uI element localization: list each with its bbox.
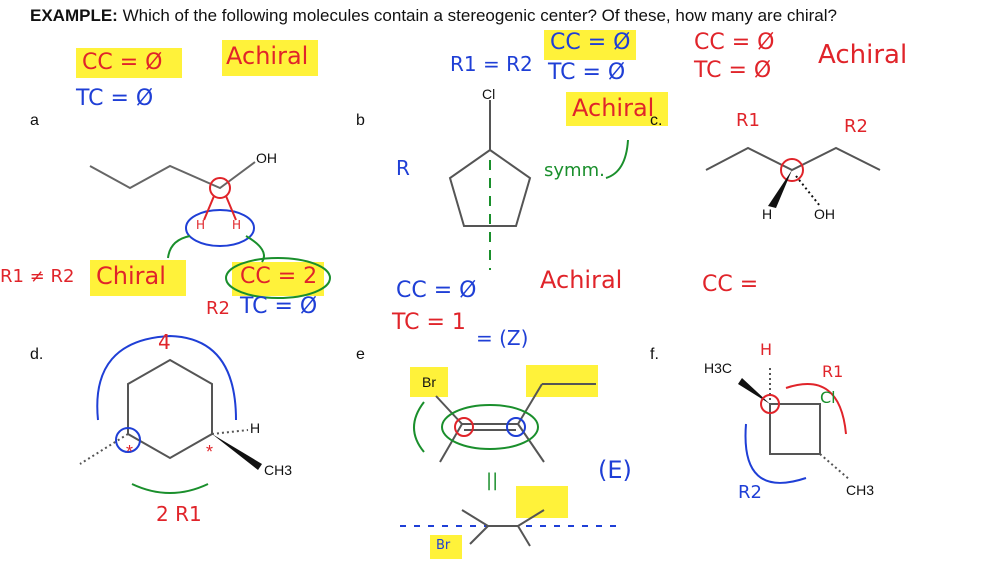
atom-a-oh: OH — [256, 150, 277, 166]
atom-c-h: H — [762, 206, 773, 222]
atom-d-ch3: CH3 — [264, 462, 293, 478]
note-f-h: H — [760, 340, 773, 359]
note-b-r1r2: R1 = R2 — [450, 52, 533, 76]
highlight-a-achiral — [222, 40, 318, 76]
note-c-cc-eq: CC = — [702, 272, 759, 297]
circle-cc2 — [225, 257, 331, 299]
arrow-r1-f — [785, 383, 847, 435]
note-b-r: R — [396, 156, 410, 180]
arrow-r2-f — [744, 423, 807, 484]
note-f-r2: R2 — [738, 482, 762, 503]
asterisk-left: * — [126, 442, 133, 462]
note-a-chiral: Chiral — [96, 262, 166, 290]
note-a-cc2: CC = 2 — [240, 264, 318, 289]
molecule-d-center-circle — [115, 427, 141, 453]
note-b-symm: symm. — [544, 160, 605, 181]
molecule-d-ring — [127, 358, 213, 460]
molecule-a-chain — [89, 161, 256, 190]
note-b-cc: CC = Ø — [550, 30, 631, 55]
molecule-f-ring — [769, 403, 821, 455]
note-b-tc: TC = Ø — [548, 60, 626, 85]
label-f: f. — [650, 346, 659, 363]
note-a-tc0: TC = Ø — [240, 294, 318, 319]
note-c-achiral: Achiral — [818, 40, 908, 70]
note-a-r2: R2 — [206, 298, 230, 319]
atom-e-br: Br — [422, 374, 436, 390]
note-a-cc: CC = Ø — [82, 50, 163, 75]
title-bold: EXAMPLE: — [30, 6, 118, 25]
molecule-a-h-circle — [185, 209, 255, 247]
note-e-parallel: || — [486, 470, 499, 491]
molecule-b-ring — [448, 148, 532, 227]
label-d: d. — [30, 346, 44, 363]
note-d-2r1: 2 R1 — [156, 502, 202, 526]
highlight-chiral — [90, 260, 186, 296]
note-c-r1: R1 — [736, 110, 760, 131]
note-b-cc0: CC = Ø — [396, 278, 477, 303]
note-a-h1: H — [196, 218, 206, 232]
note-c-tc: TC = Ø — [694, 58, 772, 83]
label-e: e — [356, 346, 365, 363]
molecule-e-bond-circle — [441, 404, 539, 450]
highlight-cc2 — [232, 262, 324, 296]
highlight-b-achiral — [566, 92, 668, 126]
highlight-a-cc — [76, 48, 182, 78]
note-c-cc: CC = Ø — [694, 30, 775, 55]
page-title: EXAMPLE: Which of the following molecule… — [30, 6, 837, 26]
label-b: b — [356, 112, 365, 129]
atom-d-h: H — [250, 420, 261, 436]
note-d-4: 4 — [158, 330, 171, 354]
note-e-br-small: Br — [436, 538, 451, 553]
highlight-e-bottom — [516, 486, 568, 518]
arrow-path-2r1 — [131, 483, 209, 494]
highlight-e-br-bottom — [430, 535, 462, 559]
arrow-to-chiral — [167, 235, 191, 259]
highlight-b-cc — [544, 30, 636, 60]
label-a: a — [30, 112, 39, 129]
molecule-c-center-circle — [780, 158, 804, 182]
molecule-a-stereocenter-circle — [209, 177, 231, 199]
arrow-symm — [605, 139, 629, 179]
note-a-r1r2: R1 ≠ R2 — [0, 266, 75, 287]
atom-c-oh: OH — [814, 206, 835, 222]
note-b-z: = (Z) — [476, 326, 529, 350]
atom-f-ch3: CH3 — [846, 482, 875, 498]
title-text: Which of the following molecules contain… — [122, 6, 837, 25]
note-a-achiral: Achiral — [226, 42, 309, 70]
note-a-h2: H — [232, 218, 242, 232]
note-b-tc1: TC = 1 — [392, 310, 466, 335]
atom-b-cl: Cl — [482, 86, 496, 102]
atom-f-h3c: H3C — [704, 360, 733, 376]
molecule-f-center-circle — [760, 394, 780, 414]
note-f-r1: R1 — [822, 362, 844, 381]
highlight-e-br — [410, 367, 448, 397]
note-b-achiral2: Achiral — [540, 266, 623, 294]
note-c-r2: R2 — [844, 116, 868, 137]
label-c: c. — [650, 112, 663, 129]
note-b-achiral: Achiral — [572, 94, 655, 122]
arrow-path-4 — [96, 334, 237, 421]
note-e-E: (E) — [598, 456, 632, 484]
asterisk-right: * — [206, 442, 213, 462]
note-f-cl: Cl — [820, 388, 836, 407]
note-a-tc: TC = Ø — [76, 86, 154, 111]
